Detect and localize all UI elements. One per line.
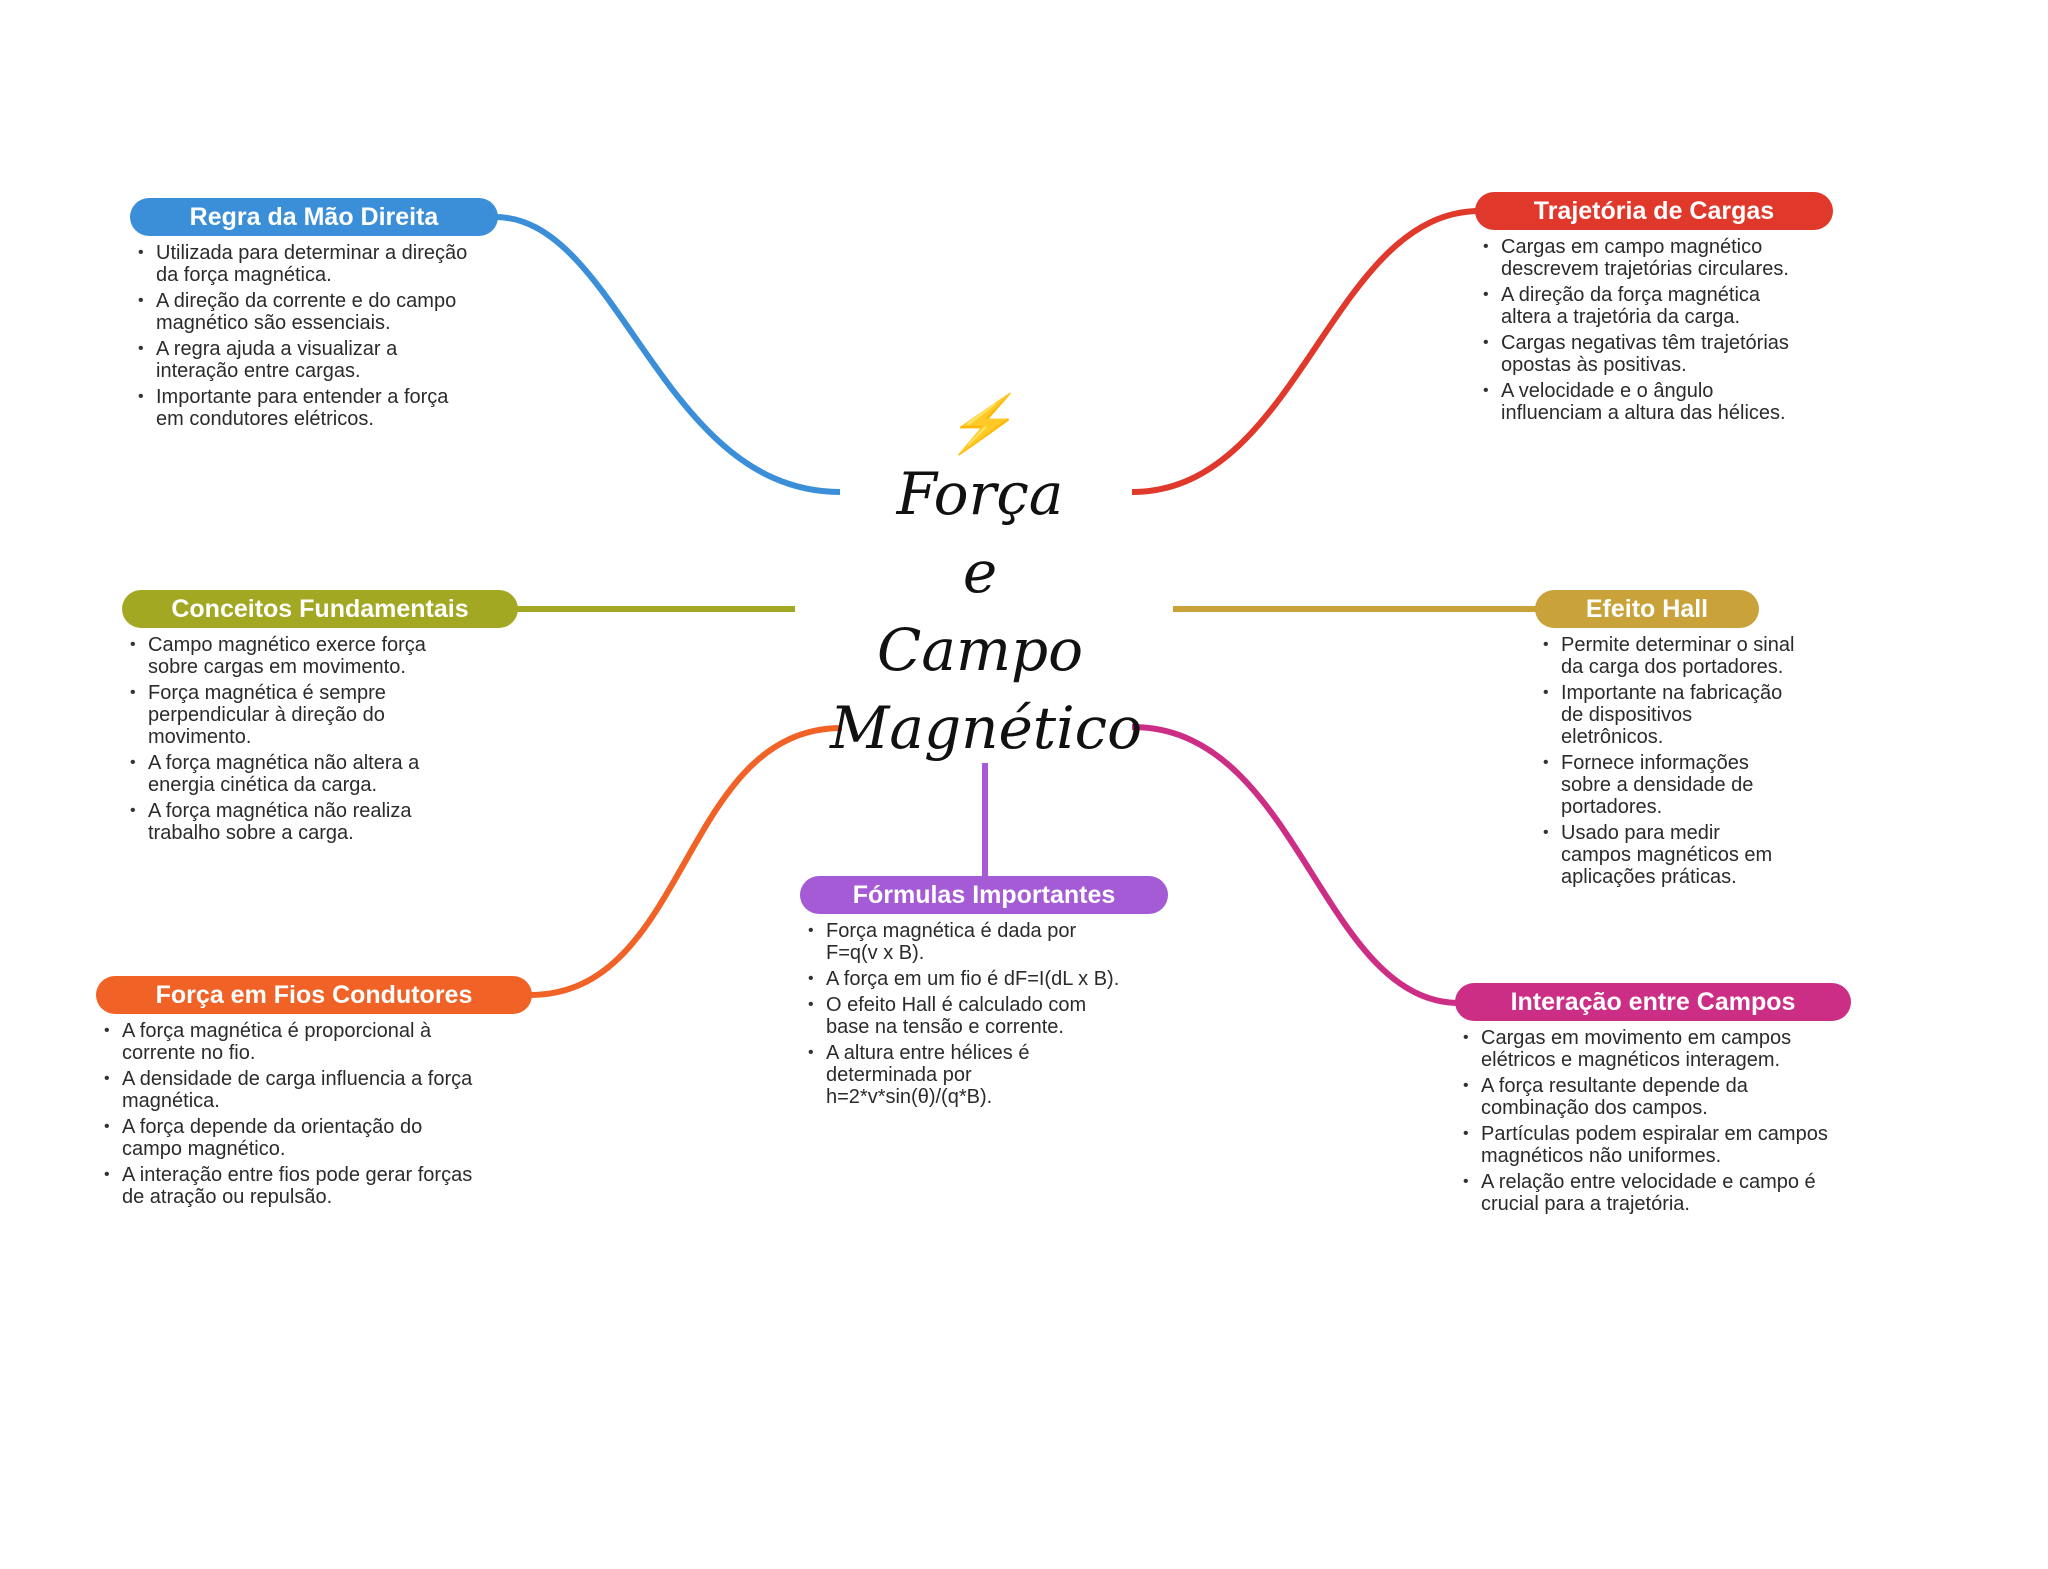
list-item: Cargas em campo magnético descrevem traj… xyxy=(1479,236,1809,280)
list-item: A regra ajuda a visualizar a interação e… xyxy=(134,338,474,382)
branch-efeito-hall: Efeito Hall Permite determinar o sinal d… xyxy=(1535,590,1795,892)
central-title-line-3: Campo xyxy=(876,616,1083,684)
connector-fios xyxy=(529,725,843,998)
list-item: O efeito Hall é calculado com base na te… xyxy=(804,994,1122,1038)
list-item: A interação entre fios pode gerar forças… xyxy=(100,1164,480,1208)
list-item: Campo magnético exerce força sobre carga… xyxy=(126,634,476,678)
central-title-line-4: Magnético xyxy=(830,694,1143,762)
central-topic: ⚡ Força e Campo Magnético xyxy=(830,392,1143,767)
list-item: Força magnética é sempre perpendicular à… xyxy=(126,682,476,748)
list-item: A força resultante depende da combinação… xyxy=(1459,1075,1849,1119)
branch-title-fios[interactable]: Força em Fios Condutores xyxy=(96,976,532,1014)
list-item: Fornece informações sobre a densidade de… xyxy=(1539,752,1795,818)
branch-title-trajetoria[interactable]: Trajetória de Cargas xyxy=(1475,192,1833,230)
connector-interacao xyxy=(1131,724,1461,1006)
lightning-icon: ⚡ xyxy=(945,392,1015,457)
list-item: Utilizada para determinar a direção da f… xyxy=(134,242,474,286)
list-item: Importante na fabricação de dispositivos… xyxy=(1539,682,1795,748)
branch-points-interacao: Cargas em movimento em campos elétricos … xyxy=(1459,1027,1849,1215)
list-item: A densidade de carga influencia a força … xyxy=(100,1068,480,1112)
central-title-line-2: e xyxy=(962,538,998,606)
list-item: A força magnética não altera a energia c… xyxy=(126,752,476,796)
list-item: Cargas negativas têm trajetórias opostas… xyxy=(1479,332,1809,376)
list-item: A relação entre velocidade e campo é cru… xyxy=(1459,1171,1849,1215)
branch-points-fios: A força magnética é proporcional à corre… xyxy=(100,1020,480,1208)
branch-title-conceitos[interactable]: Conceitos Fundamentais xyxy=(122,590,518,628)
list-item: Força magnética é dada por F=q(v x B). xyxy=(804,920,1122,964)
branch-title-regra[interactable]: Regra da Mão Direita xyxy=(130,198,498,236)
branch-conceitos-fundamentais: Conceitos Fundamentais Campo magnético e… xyxy=(122,590,522,848)
branch-regra-mao-direita: Regra da Mão Direita Utilizada para dete… xyxy=(130,198,510,434)
branch-points-hall: Permite determinar o sinal da carga dos … xyxy=(1539,634,1795,888)
branch-title-hall[interactable]: Efeito Hall xyxy=(1535,590,1759,628)
branch-trajetoria: Trajetória de Cargas Cargas em campo mag… xyxy=(1475,192,1835,428)
branch-points-conceitos: Campo magnético exerce força sobre carga… xyxy=(126,634,476,844)
branch-points-trajetoria: Cargas em campo magnético descrevem traj… xyxy=(1479,236,1809,424)
list-item: Usado para medir campos magnéticos em ap… xyxy=(1539,822,1795,888)
list-item: Importante para entender a força em cond… xyxy=(134,386,474,430)
list-item: A força em um fio é dF=I(dL x B). xyxy=(804,968,1122,990)
list-item: A altura entre hélices é determinada por… xyxy=(804,1042,1122,1108)
branch-points-formulas: Força magnética é dada por F=q(v x B). A… xyxy=(804,920,1122,1108)
branch-points-regra: Utilizada para determinar a direção da f… xyxy=(134,242,474,430)
connector-trajetoria xyxy=(1131,208,1481,495)
branch-title-formulas[interactable]: Fórmulas Importantes xyxy=(800,876,1168,914)
list-item: A força depende da orientação do campo m… xyxy=(100,1116,480,1160)
list-item: A força magnética não realiza trabalho s… xyxy=(126,800,476,844)
list-item: A força magnética é proporcional à corre… xyxy=(100,1020,480,1064)
branch-formulas: Fórmulas Importantes Força magnética é d… xyxy=(800,876,1172,1112)
branch-forca-fios: Força em Fios Condutores A força magnéti… xyxy=(96,976,536,1212)
list-item: A direção da corrente e do campo magnéti… xyxy=(134,290,474,334)
list-item: A direção da força magnética altera a tr… xyxy=(1479,284,1809,328)
connector-regra xyxy=(494,214,841,495)
branch-interacao: Interação entre Campos Cargas em movimen… xyxy=(1455,983,1855,1219)
list-item: A velocidade e o ângulo influenciam a al… xyxy=(1479,380,1809,424)
central-title-line-1: Força xyxy=(896,460,1064,528)
list-item: Partículas podem espiralar em campos mag… xyxy=(1459,1123,1849,1167)
list-item: Permite determinar o sinal da carga dos … xyxy=(1539,634,1795,678)
list-item: Cargas em movimento em campos elétricos … xyxy=(1459,1027,1849,1071)
branch-title-interacao[interactable]: Interação entre Campos xyxy=(1455,983,1851,1021)
